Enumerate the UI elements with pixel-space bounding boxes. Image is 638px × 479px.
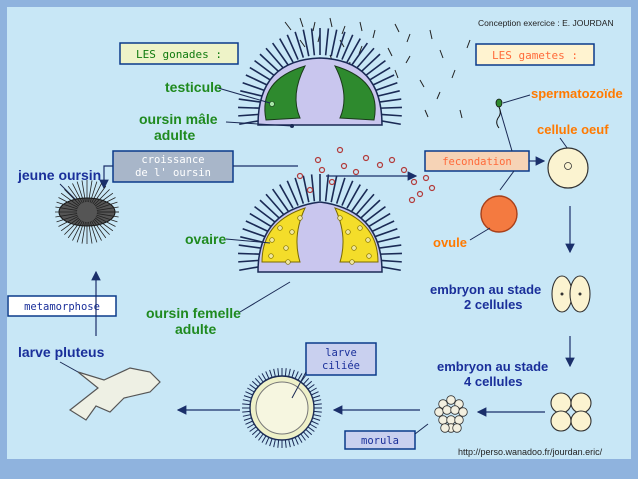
arrow-to-jeune-oursin [99, 165, 113, 190]
ovule-cell [480, 195, 518, 233]
morula-cluster [434, 395, 468, 433]
fecondation-box: fecondation [424, 150, 530, 172]
label-oursin-femelle-1: oursin femelle [146, 305, 241, 321]
label-ovaire: ovaire [185, 231, 226, 247]
croissance-text-1: croissance [141, 154, 204, 166]
label-oursin-male-1: oursin mâle [139, 111, 218, 127]
label-embryon4-2: 4 cellules [464, 374, 523, 389]
label-oursin-male-2: adulte [154, 127, 195, 143]
larve-ciliee-text-2: ciliée [322, 360, 360, 372]
source-url: http://perso.wanadoo.fr/jourdan.eric/ [458, 447, 603, 457]
fecondation-text: fecondation [442, 156, 512, 168]
larve-ciliee-text-1: larve [325, 347, 357, 359]
young-urchin [55, 180, 119, 244]
gametes-box: LES gametes : [475, 43, 595, 66]
label-embryon2-2: 2 cellules [464, 297, 523, 312]
egg-cell [547, 147, 589, 189]
embryo-4-cells [550, 392, 592, 432]
ciliated-larva [242, 368, 322, 448]
label-embryon2-1: embryon au stade [430, 282, 541, 297]
label-larve-pluteus: larve pluteus [18, 344, 105, 360]
morula-text: morula [361, 435, 399, 447]
larve-ciliee-box: larve ciliée [305, 342, 377, 376]
morula-box: morula [344, 430, 416, 450]
gonades-box-text: LES gonades : [136, 48, 222, 61]
label-spermatozoide: spermatozoïde [531, 86, 623, 101]
label-embryon4-1: embryon au stade [437, 359, 548, 374]
label-jeune-oursin: jeune oursin [17, 167, 101, 183]
label-ovule: ovule [433, 235, 467, 250]
male-urchin [238, 28, 402, 128]
croissance-box: croissance de l' oursin [112, 150, 234, 183]
label-oursin-femelle-2: adulte [175, 321, 216, 337]
metamorphose-box: metamorphose [7, 295, 117, 317]
spermatozoon [495, 98, 503, 129]
gonades-box: LES gonades : [119, 42, 239, 65]
label-cellule-oeuf: cellule oeuf [537, 122, 609, 137]
embryo-2-cells [551, 275, 591, 313]
larva-pluteus-shape [68, 367, 161, 421]
label-testicule: testicule [165, 79, 222, 95]
croissance-text-2: de l' oursin [135, 167, 211, 179]
credit-text: Conception exercice : E. JOURDAN [478, 18, 614, 28]
released-eggs [296, 146, 436, 204]
female-urchin [238, 174, 402, 273]
gametes-box-text: LES gametes : [492, 49, 578, 62]
metamorphose-text: metamorphose [24, 301, 100, 313]
